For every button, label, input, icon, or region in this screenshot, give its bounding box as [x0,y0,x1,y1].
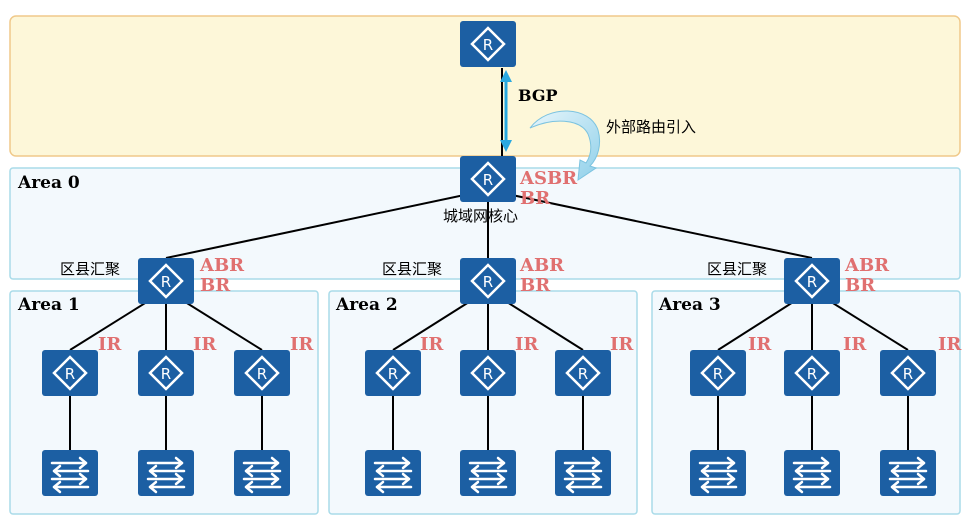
ir-label: IR [610,334,634,355]
router-icon [136,256,196,306]
ir-label: IR [748,334,772,355]
router-icon [40,348,100,398]
switch-icon [878,448,938,498]
ir-label: IR [420,334,444,355]
router-icon [232,348,292,398]
br-label: BR [845,275,876,296]
ir-label: IR [290,334,314,355]
curved-arrow-icon [529,110,601,182]
router-icon [878,348,938,398]
ir-label: IR [938,334,962,355]
switch-icon [782,448,842,498]
switch-icon [40,448,100,498]
abr-label: ABR [199,255,245,276]
district-aggregation-label: 区县汇聚 [382,260,442,278]
area-2-label: Area 2 [335,295,398,315]
ir-label: IR [193,334,217,355]
switch-icon [136,448,196,498]
area-1-label: Area 1 [17,295,80,315]
switch-icon [232,448,292,498]
router-icon [363,348,423,398]
bgp-label: BGP [518,86,558,105]
link-core-agg3 [487,189,813,259]
switch-icon [458,448,518,498]
switch-icon [363,448,423,498]
ir-label: IR [98,334,122,355]
router-icon [553,348,613,398]
district-aggregation-label: 区县汇聚 [707,260,767,278]
switch-icon [688,448,748,498]
external-import-label: 外部路由引入 [606,118,696,136]
router-icon [458,154,518,204]
router-icon [458,19,518,69]
br-label: BR [520,275,551,296]
router-icon [688,348,748,398]
district-aggregation-label: 区县汇聚 [60,260,120,278]
router-icon [458,256,518,306]
abr-label: ABR [844,255,890,276]
area-0-label: Area 0 [17,173,80,193]
core-name-label: 城域网核心 [443,207,518,225]
ir-label: IR [515,334,539,355]
router-icon [782,256,842,306]
router-icon [136,348,196,398]
abr-label: ABR [519,255,565,276]
area-3-label: Area 3 [658,295,721,315]
asbr-label: ASBR [519,168,578,189]
ir-label: IR [843,334,867,355]
switch-icon [553,448,613,498]
bgp-link [500,68,512,156]
link-core-agg1 [165,189,489,259]
br-label: BR [520,188,551,209]
router-icon [458,348,518,398]
router-icon [782,348,842,398]
br-label: BR [200,275,231,296]
